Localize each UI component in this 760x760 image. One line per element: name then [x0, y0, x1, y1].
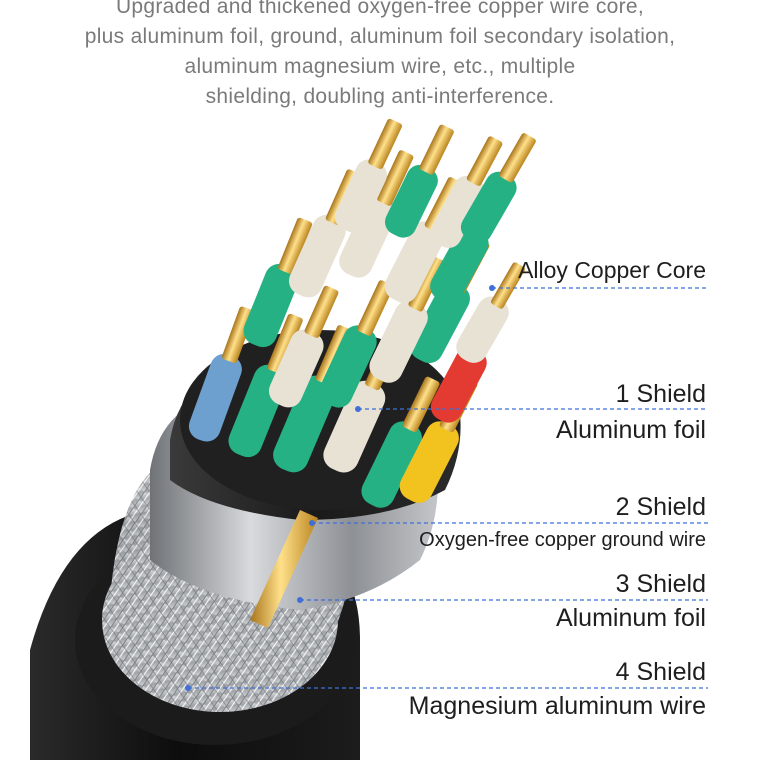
conductor [456, 262, 525, 363]
intro-line: aluminum magnesium wire, etc., multiple [184, 55, 576, 78]
conductor [188, 306, 255, 442]
callout-shield1-desc: Aluminum foil [555, 416, 706, 444]
leader-dot-core [489, 285, 495, 291]
conductor [319, 280, 394, 408]
leader-dots [185, 285, 495, 691]
conductor [369, 256, 446, 383]
intro-line: Upgraded and thickened oxygen-free coppe… [115, 0, 645, 18]
intro-line: plus aluminum foil, ground, aluminum foi… [84, 25, 676, 48]
conductor [243, 217, 313, 348]
callout-shield3-desc: Aluminum foil [555, 604, 706, 632]
callout-shield4-desc: Magnesium aluminum wire [408, 692, 706, 720]
conductor [430, 136, 503, 248]
conductor [385, 124, 454, 238]
callout-shield4-title: 4 Shield [615, 658, 706, 686]
callout-shield1-title: 1 Shield [615, 380, 706, 408]
leader-dot-shield2 [309, 520, 315, 526]
conductor [339, 150, 414, 278]
conductor [460, 133, 536, 244]
callout-shield2-title: 2 Shield [615, 493, 706, 521]
callout-shield2-desc: Oxygen-free copper ground wire [419, 529, 706, 551]
intro-line: shielding, doubling anti-interference. [205, 85, 555, 108]
intro-paragraph: Upgraded and thickened oxygen-free coppe… [0, 0, 760, 112]
conductor [334, 118, 402, 233]
leader-lines [188, 287, 708, 689]
leader-dot-shield1 [355, 406, 361, 412]
conductor [268, 285, 339, 408]
conductor-bundle [188, 118, 536, 508]
leader-dot-shield3 [297, 597, 303, 603]
callout-core-label: Alloy Copper Core [518, 257, 706, 283]
leader-dot-shield4 [185, 685, 191, 691]
ground-wire [250, 510, 318, 628]
callout-shield3-title: 3 Shield [615, 570, 706, 598]
conductor [361, 376, 440, 508]
